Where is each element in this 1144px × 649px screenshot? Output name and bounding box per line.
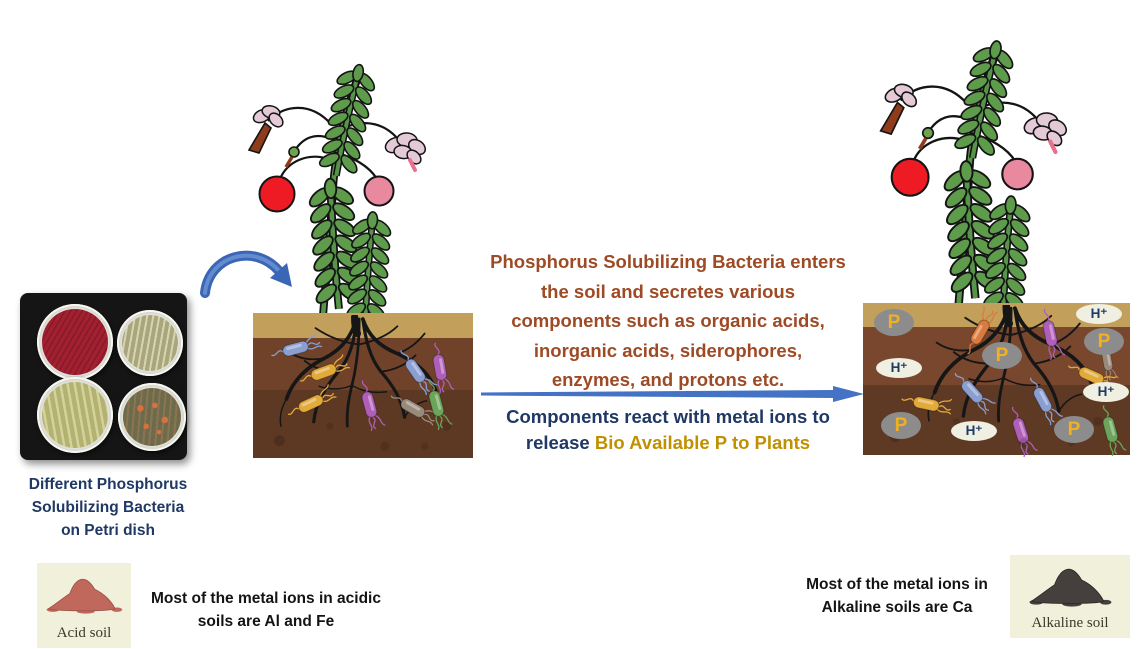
phosphorus-badge: P bbox=[1084, 328, 1124, 355]
description-line: components such as organic acids, bbox=[511, 310, 825, 331]
petri-caption-line: on Petri dish bbox=[61, 522, 155, 539]
description-line: Phosphorus Solubilizing Bacteria enters bbox=[490, 251, 846, 272]
bacterium-icon bbox=[1097, 402, 1128, 457]
proton-badge: H⁺ bbox=[1076, 304, 1122, 324]
acid-soil-text: Most of the metal ions in acidic soils a… bbox=[136, 587, 396, 633]
reaction-text: Components react with metal ions to rele… bbox=[463, 404, 873, 456]
petri-caption-line: Solubilizing Bacteria bbox=[31, 499, 185, 516]
acid-soil-text-line: soils are Al and Fe bbox=[197, 613, 335, 630]
reaction-line2-highlight: Bio Available P to Plants bbox=[594, 432, 811, 453]
acid-soil-card: Acid soil bbox=[37, 563, 131, 648]
phosphorus-badge: P bbox=[881, 412, 921, 439]
phosphorus-badge: P bbox=[982, 342, 1022, 369]
alkaline-soil-card: Alkaline soil bbox=[1010, 555, 1130, 638]
soil-box-right: P H⁺ P P H⁺ H⁺ P H⁺ P bbox=[863, 303, 1130, 458]
alkaline-soil-label: Alkaline soil bbox=[1031, 615, 1109, 631]
proton-badge: H⁺ bbox=[951, 421, 997, 441]
phosphorus-badge: P bbox=[1054, 416, 1094, 443]
description-line: the soil and secretes various bbox=[541, 280, 795, 302]
alkaline-soil-text-line: Alkaline soils are Ca bbox=[821, 599, 973, 616]
soil-box-left bbox=[253, 313, 473, 458]
petri-dish-olive bbox=[117, 310, 183, 376]
phosphorus-badge: P bbox=[874, 309, 914, 336]
petri-dish-red bbox=[37, 304, 113, 380]
alkaline-soil-text: Most of the metal ions in Alkaline soils… bbox=[782, 573, 1012, 619]
reaction-line2: release Bio Available P to Plants bbox=[463, 430, 873, 456]
flow-arrow-icon bbox=[481, 386, 864, 402]
acid-soil-text-line: Most of the metal ions in acidic bbox=[151, 590, 381, 607]
reaction-line1: Components react with metal ions to bbox=[506, 406, 830, 427]
description-text: Phosphorus Solubilizing Bacteria enters … bbox=[463, 247, 873, 395]
petri-caption: Different Phosphorus Solubilizing Bacter… bbox=[10, 473, 206, 542]
petri-dish-orange-colonies bbox=[118, 383, 186, 451]
acid-soil-label: Acid soil bbox=[56, 625, 112, 641]
description-line: inorganic acids, siderophores, bbox=[533, 339, 803, 361]
plant-illustration-right bbox=[868, 36, 1126, 308]
plant-illustration-left bbox=[237, 60, 482, 318]
proton-badge: H⁺ bbox=[876, 358, 922, 378]
description-line: enzymes, and protons etc. bbox=[551, 369, 785, 390]
petri-dish-photo bbox=[20, 293, 187, 460]
alkaline-soil-text-line: Most of the metal ions in bbox=[806, 576, 988, 593]
petri-caption-line: Different Phosphorus bbox=[28, 476, 188, 493]
proton-badge: H⁺ bbox=[1083, 382, 1129, 402]
curved-arrow-icon bbox=[200, 250, 292, 298]
acid-soil-mound-icon bbox=[46, 579, 123, 614]
alkaline-soil-mound-icon bbox=[1029, 568, 1112, 607]
reaction-line2-prefix: release bbox=[525, 432, 595, 453]
petri-dish-yellow bbox=[37, 377, 113, 453]
